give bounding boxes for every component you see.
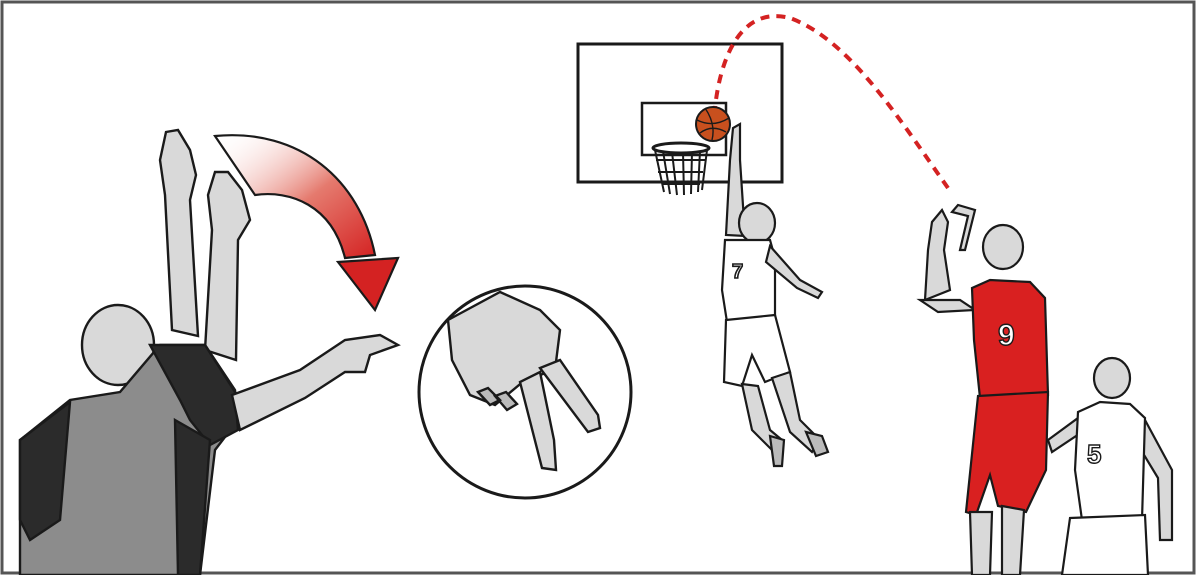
- player-5-number: 5: [1087, 439, 1101, 469]
- player-7-number: 7: [732, 261, 743, 283]
- two-fingers-hand-signal: [419, 286, 631, 498]
- player-9-number: 9: [998, 319, 1015, 352]
- basketball: [696, 107, 730, 141]
